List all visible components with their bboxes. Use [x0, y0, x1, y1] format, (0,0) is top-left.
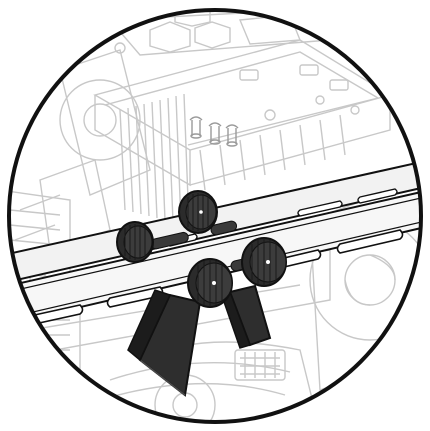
- thumbscrew-knob: [241, 237, 287, 287]
- thumbscrew-knob: [187, 258, 233, 308]
- standoff-screws: [189, 116, 239, 147]
- thumbscrew-knob: [116, 221, 154, 263]
- case-fan-left: [14, 49, 151, 251]
- rail-slot: [336, 229, 404, 254]
- power-cables: [99, 341, 321, 422]
- lens-border: [7, 8, 423, 424]
- thumbscrew-knob: [178, 190, 218, 234]
